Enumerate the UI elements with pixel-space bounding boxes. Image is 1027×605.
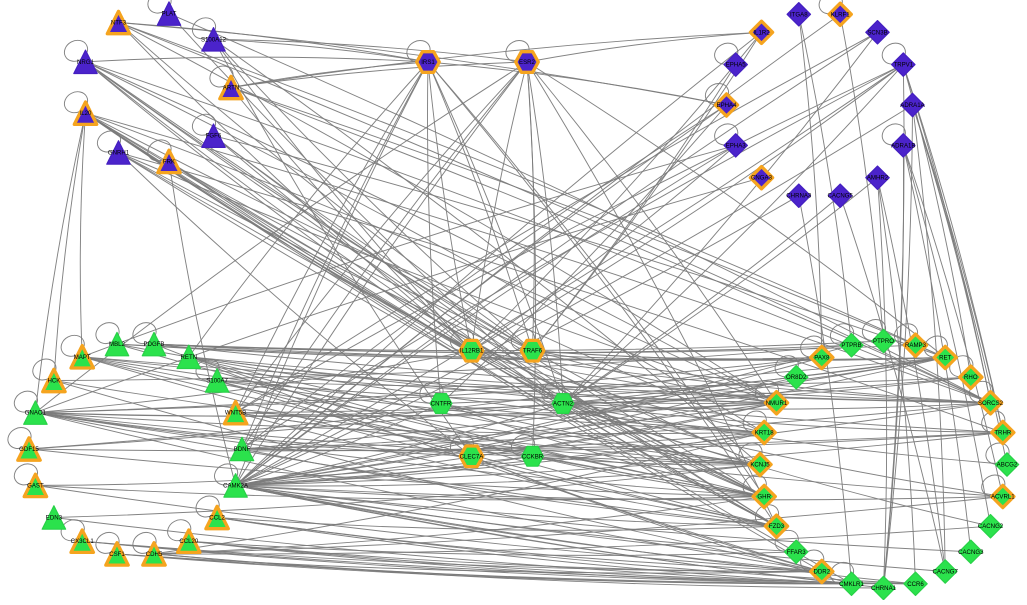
- svg-text:CCL2: CCL2: [209, 515, 225, 522]
- svg-text:CCR6: CCR6: [907, 581, 924, 588]
- svg-text:MAPT: MAPT: [74, 354, 91, 361]
- svg-text:FZD3: FZD3: [769, 523, 785, 530]
- svg-text:EPHA4: EPHA4: [717, 102, 738, 109]
- svg-text:IL12RB1: IL12RB1: [460, 348, 484, 355]
- svg-text:EPHA5: EPHA5: [726, 62, 747, 69]
- svg-text:TRPV1: TRPV1: [893, 62, 913, 69]
- svg-text:CACNG7: CACNG7: [932, 569, 958, 576]
- svg-text:S100A12: S100A12: [201, 36, 227, 43]
- svg-text:GHR: GHR: [757, 494, 771, 501]
- svg-text:PTPRO: PTPRO: [873, 338, 894, 345]
- svg-text:CACNG2: CACNG2: [978, 523, 1004, 530]
- svg-text:PLAT: PLAT: [162, 11, 177, 18]
- svg-text:EDN3: EDN3: [46, 515, 63, 522]
- svg-text:GNRH1: GNRH1: [108, 150, 130, 157]
- svg-text:OR8D2: OR8D2: [786, 374, 807, 381]
- svg-text:IL1R2: IL1R2: [753, 29, 770, 36]
- svg-text:ITGA8: ITGA8: [790, 11, 808, 18]
- svg-text:TRHR: TRHR: [994, 430, 1012, 437]
- svg-text:EPHA3: EPHA3: [726, 142, 747, 149]
- svg-text:FGF6: FGF6: [206, 133, 222, 140]
- svg-text:CAMK2A: CAMK2A: [223, 482, 249, 489]
- svg-text:S100A7: S100A7: [206, 378, 228, 385]
- svg-text:RET: RET: [939, 355, 951, 362]
- svg-text:KLRF1: KLRF1: [831, 11, 851, 18]
- svg-text:NRG1: NRG1: [77, 59, 95, 66]
- svg-text:AMHR2: AMHR2: [867, 175, 889, 182]
- svg-text:GDF15: GDF15: [19, 446, 39, 453]
- svg-text:ADRA1B: ADRA1B: [891, 142, 915, 149]
- svg-text:ABCG2: ABCG2: [997, 462, 1018, 469]
- svg-text:RETN: RETN: [181, 354, 198, 361]
- svg-text:CCKBR: CCKBR: [522, 453, 544, 460]
- svg-text:PTPRB: PTPRB: [841, 342, 861, 349]
- svg-text:ACVRL1: ACVRL1: [991, 494, 1015, 501]
- svg-text:FFAR3: FFAR3: [787, 549, 807, 556]
- svg-text:CX3CL1: CX3CL1: [71, 538, 95, 545]
- svg-text:CMKLR1: CMKLR1: [839, 581, 864, 588]
- svg-text:RHO: RHO: [964, 374, 978, 381]
- svg-text:SCN3B: SCN3B: [867, 29, 887, 36]
- svg-text:DDR2: DDR2: [814, 569, 831, 576]
- svg-text:PDGFB: PDGFB: [144, 341, 165, 348]
- svg-text:IRS1: IRS1: [421, 59, 435, 66]
- svg-text:GAST: GAST: [27, 482, 44, 489]
- svg-text:CHRNA3: CHRNA3: [786, 193, 812, 200]
- svg-text:HCK: HCK: [47, 378, 60, 385]
- svg-text:CCL20: CCL20: [179, 538, 199, 545]
- svg-text:KCNJ5: KCNJ5: [750, 462, 770, 469]
- svg-text:CACNG5: CACNG5: [827, 193, 853, 200]
- svg-text:ACTN2: ACTN2: [553, 401, 574, 408]
- svg-text:ARTN: ARTN: [223, 85, 239, 92]
- svg-text:CACNG3: CACNG3: [958, 549, 984, 556]
- svg-text:IL20: IL20: [80, 110, 92, 117]
- svg-text:NTF3: NTF3: [111, 20, 127, 27]
- svg-text:CSF1: CSF1: [109, 551, 125, 558]
- svg-text:RAMP3: RAMP3: [905, 342, 927, 349]
- svg-text:KRT18: KRT18: [755, 430, 774, 437]
- svg-text:BDNF: BDNF: [234, 446, 251, 453]
- svg-text:PAX8: PAX8: [814, 355, 830, 362]
- svg-text:CHRNA1: CHRNA1: [871, 585, 897, 592]
- svg-text:GNAO1: GNAO1: [25, 410, 47, 417]
- svg-text:SORCS2: SORCS2: [978, 400, 1004, 407]
- svg-text:CNGA3: CNGA3: [751, 175, 773, 182]
- svg-text:MBL2: MBL2: [109, 341, 126, 348]
- svg-text:CNTFR: CNTFR: [431, 401, 452, 408]
- svg-text:WNT5B: WNT5B: [225, 410, 246, 417]
- svg-text:ADRA1A: ADRA1A: [900, 102, 925, 109]
- svg-text:FRK: FRK: [163, 158, 175, 165]
- svg-text:ESR2: ESR2: [519, 59, 536, 66]
- svg-text:CLEC7A: CLEC7A: [460, 453, 485, 460]
- svg-text:NMUR1: NMUR1: [766, 400, 788, 407]
- svg-text:TRAF6: TRAF6: [523, 348, 543, 355]
- svg-text:CDH5: CDH5: [146, 551, 163, 558]
